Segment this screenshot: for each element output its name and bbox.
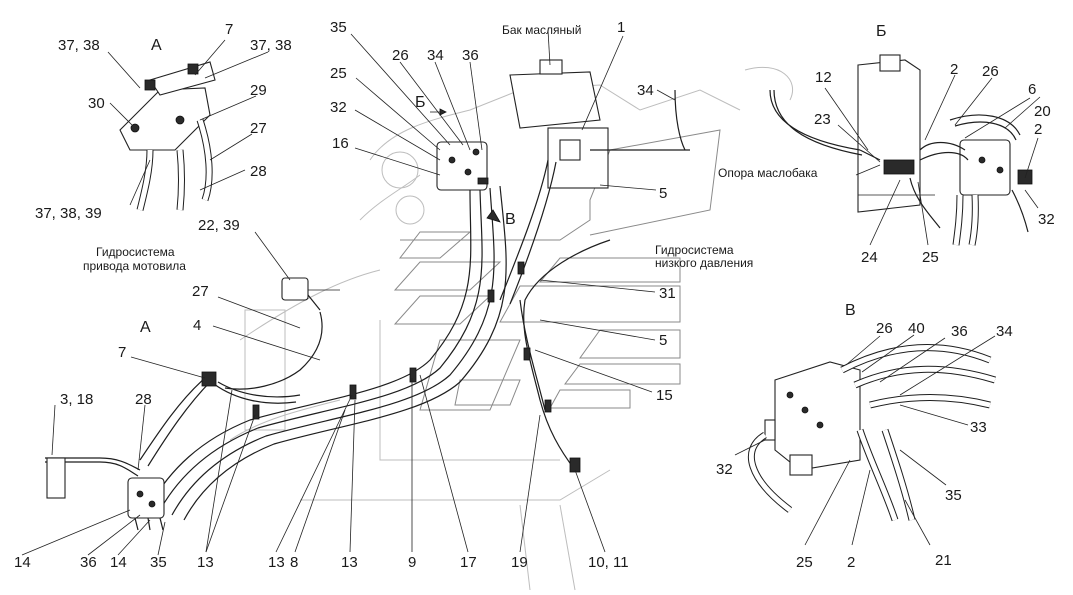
label-m-26: 26 [392,47,409,64]
label-m-13-c: 13 [341,554,358,571]
oil-tank [509,59,609,189]
valve-block-main [436,141,489,191]
caption-tank-support: Опора маслобака [718,166,818,180]
label-v-33: 33 [970,419,987,436]
label-m-36-bottom: 36 [80,554,97,571]
label-b-2-right: 2 [1034,121,1042,138]
label-v-25: 25 [796,554,813,571]
label-m-4: 4 [193,317,201,334]
label-a-30: 30 [88,95,105,112]
label-a-7: 7 [225,21,233,38]
caption-low-pressure-line1: Гидросистема [655,243,734,257]
label-a-37-38-39: 37, 38, 39 [35,205,102,222]
label-a-29: 29 [250,82,267,99]
label-m-19: 19 [511,554,528,571]
connector-node-7 [201,371,217,387]
marker-b: Б [415,94,426,111]
label-m-13-a: 13 [197,554,214,571]
label-m-34-right: 34 [637,82,654,99]
label-a-37-38-right: 37, 38 [250,37,292,54]
label-m-17: 17 [460,554,477,571]
label-m-16: 16 [332,135,349,152]
label-m-10-11: 10, 11 [588,554,629,571]
machine-outline [229,66,794,591]
view-b-title: Б [876,23,887,40]
label-b-23: 23 [814,111,831,128]
label-v-40: 40 [908,320,925,337]
label-m-28: 28 [135,391,152,408]
view-v-assembly [747,344,997,522]
label-v-2: 2 [847,554,855,571]
label-m-3-18: 3, 18 [60,391,93,408]
view-a-assembly [119,61,216,211]
caption-low-pressure-line2: низкого давления [655,256,753,270]
label-v-26: 26 [876,320,893,337]
hose-bundle-main [45,89,690,521]
label-m-32: 32 [330,99,347,116]
label-m-36-top: 36 [462,47,479,64]
label-v-34: 34 [996,323,1013,340]
marker-a: А [140,319,151,336]
label-m-15: 15 [656,387,673,404]
leader-lines [21,29,1041,556]
label-m-5-upper: 5 [659,185,667,202]
caption-reel-drive-line1: Гидросистема [96,245,175,259]
label-m-14-right: 14 [110,554,127,571]
label-m-22-39: 22, 39 [198,217,240,234]
label-b-12: 12 [815,69,832,86]
section-arrows [430,108,501,223]
view-v-title: В [845,302,856,319]
caption-reel-drive-line2: привода мотовила [83,259,186,273]
label-b-6: 6 [1028,81,1036,98]
view-a-title: А [151,37,162,54]
label-b-20: 20 [1034,103,1051,120]
label-a-37-38-left: 37, 38 [58,37,100,54]
reel-drive-unit [281,277,340,301]
label-v-21: 21 [935,552,952,569]
bottom-left-block [46,457,165,531]
label-m-1: 1 [617,19,625,36]
label-b-2-top: 2 [950,61,958,78]
label-m-27: 27 [192,283,209,300]
label-m-9: 9 [408,554,416,571]
label-m-13-b: 13 [268,554,285,571]
label-m-14-left: 14 [14,554,31,571]
view-b-assembly [769,54,1033,246]
label-m-8: 8 [290,554,298,571]
label-m-34-top: 34 [427,47,444,64]
label-v-36: 36 [951,323,968,340]
label-m-35: 35 [330,19,347,36]
label-m-5-lower: 5 [659,332,667,349]
label-b-32: 32 [1038,211,1055,228]
label-v-32: 32 [716,461,733,478]
label-m-31: 31 [659,285,676,302]
caption-oil-tank: Бак масляный [502,23,582,37]
label-m-7: 7 [118,344,126,361]
label-a-27: 27 [250,120,267,137]
label-v-35: 35 [945,487,962,504]
label-b-24: 24 [861,249,878,266]
hose-clamps [252,261,581,473]
label-b-25: 25 [922,249,939,266]
label-m-25: 25 [330,65,347,82]
label-a-28: 28 [250,163,267,180]
label-b-26: 26 [982,63,999,80]
marker-v: В [505,211,516,228]
label-m-35-bottom: 35 [150,554,167,571]
